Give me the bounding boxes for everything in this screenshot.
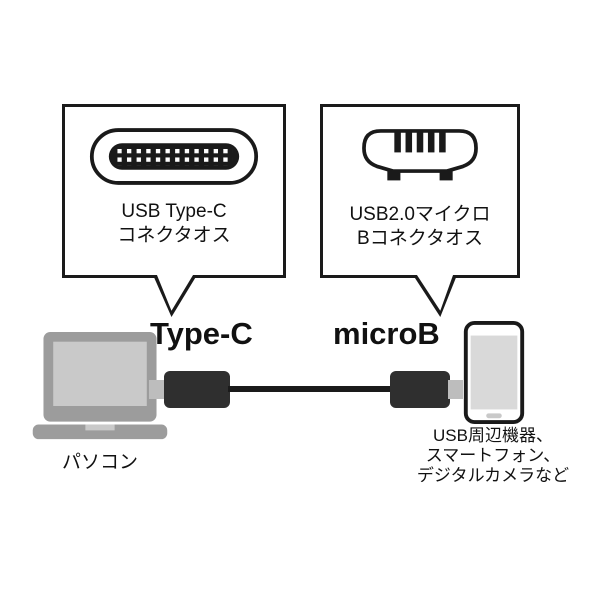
type-c-label: Type-C <box>150 316 253 351</box>
peripherals-caption-line3: デジタルカメラなど <box>416 466 570 485</box>
laptop-caption: パソコン <box>61 452 138 473</box>
peripherals-caption-line1: USB周辺機器、 <box>433 426 553 445</box>
callout-micro-b-line1: USB2.0マイクロ <box>349 204 491 225</box>
peripherals-caption-line2: スマートフォン、 <box>425 446 561 465</box>
micro-b-label: microB <box>333 316 440 351</box>
callout-micro-b-line2: Bコネクタオス <box>357 228 483 249</box>
laptop-icon <box>32 331 168 440</box>
micro-b-plug-tip-icon <box>448 380 463 399</box>
smartphone-icon <box>463 320 525 425</box>
usb-cable-icon <box>228 386 392 392</box>
micro-b-plug-icon <box>390 371 450 408</box>
type-c-plug-icon <box>164 371 230 408</box>
callout-micro-b: USB2.0マイクロ Bコネクタオス <box>320 104 520 317</box>
callout-type-c-line2: コネクタオス <box>117 225 231 246</box>
peripherals-caption: USB周辺機器、 スマートフォン、 デジタルカメラなど <box>408 426 578 486</box>
callout-type-c: USB Type-C コネクタオス <box>62 104 286 317</box>
usb-type-c-connector-icon <box>89 128 259 185</box>
callout-micro-b-tail <box>413 275 457 317</box>
type-c-plug-tip-icon <box>149 380 166 399</box>
callout-type-c-line1: USB Type-C <box>121 201 227 222</box>
callout-type-c-tail <box>153 275 197 317</box>
usb-micro-b-connector-icon <box>362 129 478 181</box>
